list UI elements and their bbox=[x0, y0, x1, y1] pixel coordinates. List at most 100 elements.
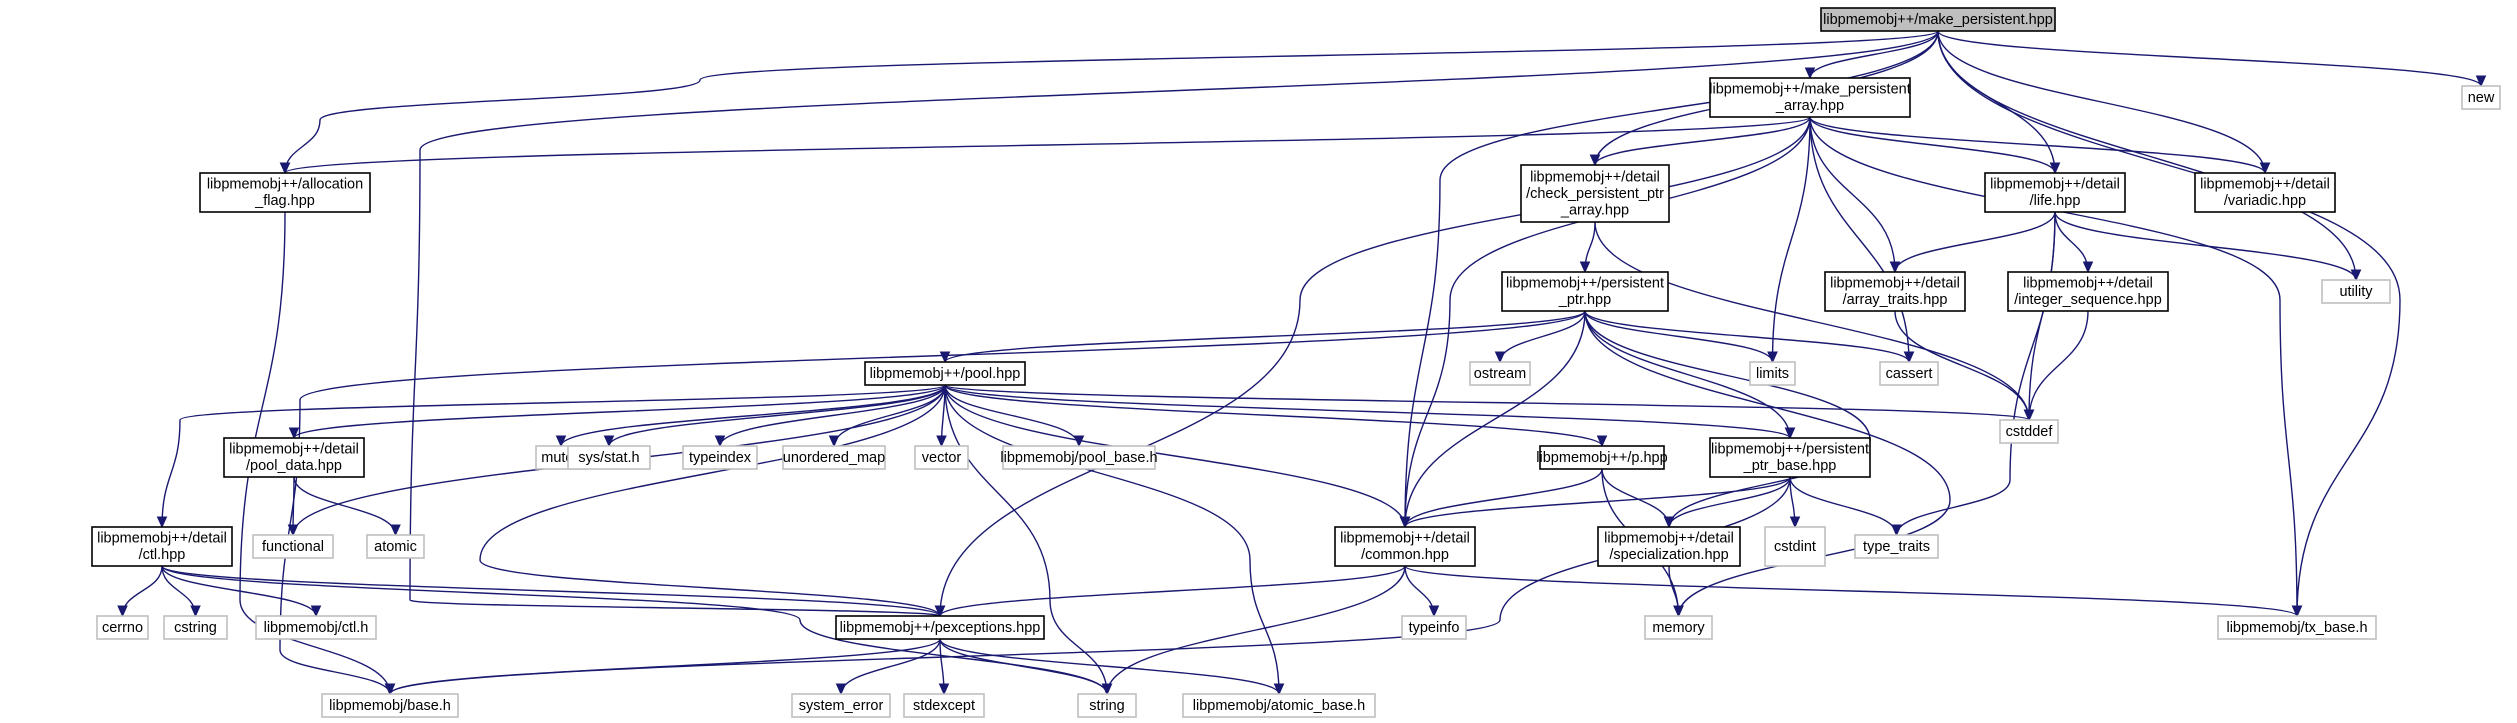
edge-life-to-integer_sequence bbox=[2054, 211, 2094, 274]
node-make_persistent[interactable]: libpmemobj++/make_persistent.hpp bbox=[1820, 7, 2056, 32]
arrowhead bbox=[1589, 154, 1601, 167]
node-check_persistent[interactable]: libpmemobj++/detail/check_persistent_ptr… bbox=[1520, 164, 1670, 223]
edge-pool-to-cstddef bbox=[944, 384, 2035, 422]
node-label: typeinfo bbox=[1409, 620, 1460, 636]
arrowhead bbox=[2475, 75, 2487, 88]
node-label: libpmemobj++/detail bbox=[1830, 276, 1960, 292]
node-label: atomic bbox=[374, 539, 417, 555]
node-box bbox=[321, 693, 459, 718]
edge-pool-to-mutex bbox=[555, 384, 946, 448]
node-box bbox=[2007, 271, 2169, 312]
node-pool_data[interactable]: libpmemobj++/detail/pool_data.hpp bbox=[223, 437, 365, 478]
edge-line bbox=[1584, 310, 1910, 363]
node-base_h: libpmemobj/base.h bbox=[321, 693, 459, 718]
node-label: /pool_data.hpp bbox=[246, 458, 342, 474]
edge-persistent_ptr-to-pool bbox=[939, 310, 1586, 364]
edge-line bbox=[939, 565, 1406, 617]
node-label: libpmemobj++/p.hpp bbox=[1536, 450, 1667, 466]
node-persistent_ptr[interactable]: libpmemobj++/persistent_ptr.hpp bbox=[1501, 271, 1669, 312]
node-box bbox=[1824, 271, 1966, 312]
node-box bbox=[2321, 279, 2391, 304]
arrowhead bbox=[2259, 162, 2271, 175]
node-box bbox=[1501, 271, 1669, 312]
edge-line bbox=[1937, 30, 2482, 87]
edge-line bbox=[939, 638, 1280, 695]
edge-pool-to-string bbox=[944, 384, 1113, 696]
node-p_hpp[interactable]: libpmemobj++/p.hpp bbox=[1536, 445, 1668, 470]
node-label: typeindex bbox=[689, 450, 752, 466]
arrowhead bbox=[287, 524, 299, 537]
edge-line bbox=[389, 476, 1791, 695]
edge-make_persistent_array-to-limits bbox=[1767, 116, 1811, 364]
edge-make_persistent-to-new bbox=[1937, 30, 2487, 88]
node-label: stdexcept bbox=[913, 698, 975, 714]
edge-make_persistent_array-to-allocation_flag bbox=[279, 116, 1811, 175]
node-pool[interactable]: libpmemobj++/pool.hpp bbox=[864, 361, 1026, 386]
edge-line bbox=[293, 476, 397, 536]
edge-pool-to-ctl bbox=[156, 384, 946, 529]
edge-line bbox=[1809, 30, 1939, 79]
edge-line bbox=[939, 116, 1811, 617]
node-label: libpmemobj/base.h bbox=[329, 698, 451, 714]
edge-pool-to-atomic_base bbox=[944, 384, 1285, 696]
edge-line bbox=[1584, 310, 1951, 617]
edge-make_persistent_array-to-life bbox=[1809, 116, 2061, 175]
node-integer_sequence[interactable]: libpmemobj++/detail/integer_sequence.hpp bbox=[2007, 271, 2169, 312]
node-utility: utility bbox=[2321, 279, 2391, 304]
node-allocation_flag[interactable]: libpmemobj++/allocation_flag.hpp bbox=[199, 172, 371, 213]
edge-pool_data-to-functional bbox=[287, 476, 299, 537]
edge-line bbox=[944, 310, 1586, 363]
node-array_traits[interactable]: libpmemobj++/detail/array_traits.hpp bbox=[1824, 271, 1966, 312]
node-label: unordered_map bbox=[783, 450, 885, 466]
edge-line bbox=[121, 565, 163, 617]
node-persistent_ptr_base[interactable]: libpmemobj++/persistent_ptr_base.hpp bbox=[1709, 437, 1871, 478]
node-box bbox=[1469, 361, 1531, 386]
node-label: libpmemobj++/make_persistent bbox=[1709, 82, 1911, 98]
node-label: /array_traits.hpp bbox=[1843, 292, 1948, 308]
node-unordered_map: unordered_map bbox=[782, 445, 886, 470]
arrowhead bbox=[1399, 516, 1411, 529]
edge-line bbox=[1404, 468, 1603, 528]
edge-common-to-tx_base bbox=[1404, 565, 2303, 618]
arrowhead bbox=[828, 435, 840, 448]
edge-line bbox=[1809, 116, 2266, 174]
node-pexceptions[interactable]: libpmemobj++/pexceptions.hpp bbox=[835, 615, 1045, 640]
node-variadic[interactable]: libpmemobj++/detail/variadic.hpp bbox=[2194, 172, 2336, 213]
edge-persistent_ptr-to-cassert bbox=[1584, 310, 1915, 364]
node-life[interactable]: libpmemobj++/detail/life.hpp bbox=[1984, 172, 2126, 213]
node-label: libpmemobj++/detail bbox=[1530, 169, 1660, 185]
node-box bbox=[96, 615, 149, 640]
node-box bbox=[199, 172, 371, 213]
node-make_persistent_array[interactable]: libpmemobj++/make_persistent_array.hpp bbox=[1709, 77, 1911, 118]
node-cassert: cassert bbox=[1879, 361, 1939, 386]
arrowhead bbox=[939, 351, 951, 364]
edge-pexceptions-to-system_error bbox=[835, 638, 941, 696]
edge-line bbox=[1404, 565, 1435, 617]
edge-line bbox=[1809, 116, 1896, 273]
node-label: limits bbox=[1756, 366, 1789, 382]
edge-line bbox=[2028, 310, 2089, 421]
edge-line bbox=[944, 384, 2030, 421]
arrowhead bbox=[603, 435, 615, 448]
node-box bbox=[1644, 615, 1713, 640]
arrowhead bbox=[310, 605, 322, 618]
node-box bbox=[1999, 419, 2059, 444]
edge-line bbox=[944, 384, 1108, 695]
node-ctl[interactable]: libpmemobj++/detail/ctl.hpp bbox=[91, 526, 233, 567]
node-specialization[interactable]: libpmemobj++/detail/specialization.hpp bbox=[1597, 526, 1741, 567]
edge-line bbox=[1404, 116, 1811, 528]
arrowhead bbox=[117, 605, 128, 618]
node-box bbox=[366, 534, 425, 559]
edge-make_persistent-to-tx_base bbox=[1937, 30, 2401, 618]
node-limits: limits bbox=[1749, 361, 1796, 386]
edge-line bbox=[479, 384, 946, 617]
node-label: /check_persistent_ptr bbox=[1526, 186, 1664, 202]
arrowhead bbox=[1101, 683, 1113, 696]
node-box bbox=[252, 534, 334, 559]
node-label: /specialization.hpp bbox=[1609, 547, 1728, 563]
edge-check_persistent-to-persistent_ptr bbox=[1579, 221, 1596, 274]
edge-line bbox=[161, 565, 317, 617]
node-common[interactable]: libpmemobj++/detail/common.hpp bbox=[1334, 526, 1476, 567]
node-memory: memory bbox=[1644, 615, 1713, 640]
